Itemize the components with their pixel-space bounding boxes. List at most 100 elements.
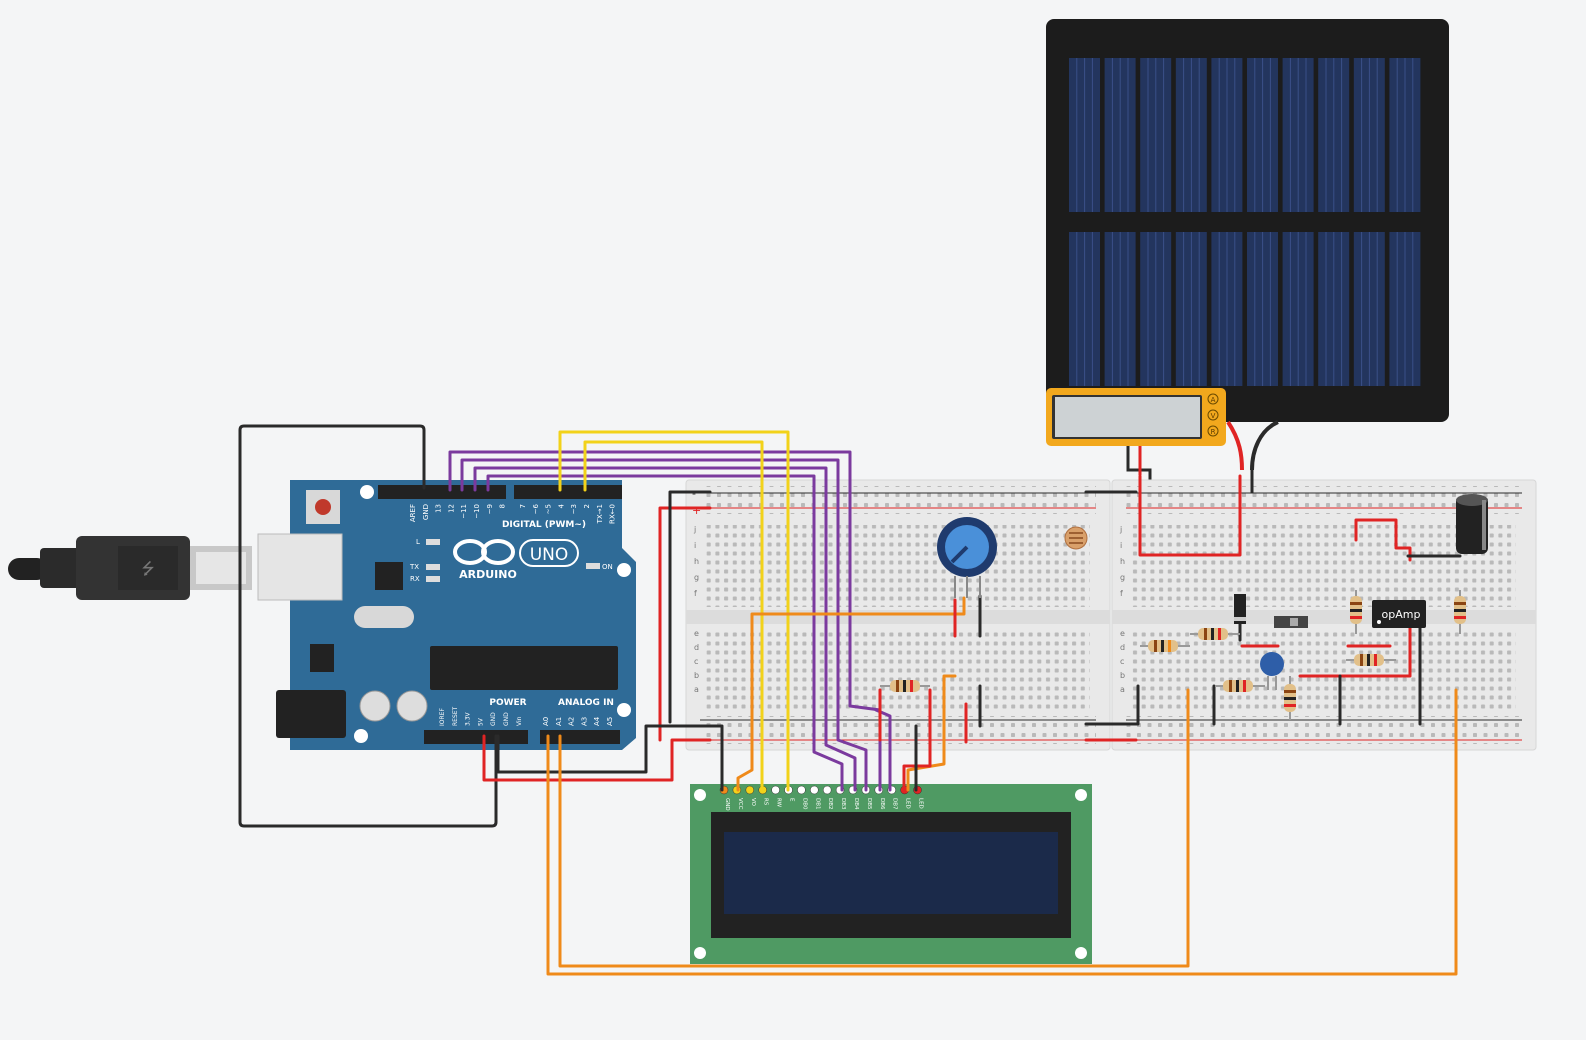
wire-d10	[473, 466, 857, 792]
row-letter: i	[694, 541, 696, 550]
uno-badge	[519, 539, 579, 567]
multimeter-terminal-v[interactable]: V	[1207, 409, 1219, 421]
rx-led-label: RX	[410, 575, 420, 583]
digital-pin-label: ~11	[460, 504, 468, 519]
lcd-pin[interactable]	[745, 785, 755, 795]
wire-rail-black-left	[668, 490, 712, 724]
row-letter: j	[693, 525, 696, 534]
lcd-pin-label: DB0	[801, 798, 807, 810]
rx-led	[426, 576, 440, 582]
potentiometer[interactable]	[937, 517, 997, 598]
electrolytic-capacitor[interactable]	[1456, 494, 1488, 554]
ceramic-capacitor[interactable]	[1260, 652, 1284, 690]
l-led-label: L	[416, 538, 420, 546]
multimeter-terminal-r[interactable]: R	[1207, 425, 1219, 437]
digital-pin-label: TX→1	[596, 504, 604, 524]
terminal-a-label: A	[1211, 396, 1216, 404]
usb-chip	[375, 562, 403, 590]
row-letter: g	[1120, 573, 1125, 582]
power-pin-label: RESET	[452, 706, 459, 726]
tx-led	[426, 564, 440, 570]
resistor-led[interactable]	[880, 680, 930, 692]
slide-switch[interactable]	[1274, 616, 1308, 628]
digital-pin-label: RX←0	[609, 504, 617, 524]
power-label: POWER	[489, 698, 526, 708]
lcd-pin[interactable]	[771, 785, 780, 795]
l-led	[426, 539, 440, 545]
row-letter: b	[694, 671, 699, 680]
wire-d4	[558, 430, 790, 792]
lcd-pin[interactable]	[822, 785, 832, 795]
lcd-pin[interactable]	[810, 785, 819, 795]
photoresistor[interactable]	[1064, 526, 1088, 550]
multimeter-terminal-a[interactable]: A	[1207, 393, 1219, 405]
lcd-pin-label: RW	[776, 798, 782, 808]
wire-cap-link	[1354, 518, 1412, 562]
solar-cells-top	[1069, 58, 1421, 212]
lcd-pin-label: DB7	[892, 798, 898, 810]
lcd-pin-label: VCC	[737, 798, 743, 810]
row-letter: b	[1120, 671, 1125, 680]
resistor-3[interactable]	[1215, 680, 1265, 692]
resistor-1[interactable]	[1140, 640, 1190, 652]
digital-label: DIGITAL (PWM~)	[502, 520, 586, 530]
analog-in-label: ANALOG IN	[558, 698, 614, 708]
resistor-5[interactable]	[1346, 654, 1396, 666]
arduino-uno-board[interactable]: ARDUINO UNO DIGITAL (PWM~) POWER ANALOG …	[257, 480, 636, 750]
usb-icon: ⭍	[141, 559, 154, 578]
atmega-chip	[430, 646, 618, 690]
digital-pin-label: GND	[422, 504, 430, 520]
digital-pin-label: 8	[499, 504, 507, 508]
lcd-pin-label: DB2	[827, 798, 833, 810]
solar-lead-black[interactable]	[1250, 420, 1279, 471]
resistor-4[interactable]	[1284, 676, 1296, 720]
resistor-6[interactable]	[1350, 590, 1362, 634]
wire-bridge-black-bottom	[1084, 684, 1140, 726]
wire-pot-vo	[736, 596, 966, 792]
row-letter: g	[694, 573, 699, 582]
lcd-pin-label: DB1	[814, 798, 820, 810]
analog-pin-label: A2	[568, 717, 576, 726]
terminal-r-label: R	[1211, 428, 1216, 436]
wire-opamp-in	[1298, 624, 1412, 678]
usb-cable[interactable]: ⭍	[8, 536, 252, 600]
arduino-logo	[453, 539, 515, 565]
wire-rail-red-left	[658, 506, 712, 742]
row-letter: e	[1120, 629, 1125, 638]
wires[interactable]	[238, 424, 1462, 976]
op-amp-chip[interactable]: opAmp	[1372, 600, 1426, 628]
usb-port[interactable]	[257, 533, 343, 601]
solar-lead-red[interactable]	[1226, 420, 1244, 471]
diode[interactable]	[1234, 594, 1246, 624]
on-led	[586, 563, 600, 569]
digital-pin-label: 12	[447, 504, 455, 513]
reset-button-cap[interactable]	[315, 499, 331, 515]
resistor-2[interactable]	[1190, 628, 1240, 640]
power-jack[interactable]	[276, 690, 346, 738]
row-letter: j	[1119, 525, 1122, 534]
digital-pin-label: AREF	[409, 504, 417, 522]
lcd-pin-label: VO	[750, 798, 756, 807]
capacitor-2	[396, 690, 428, 722]
lcd-pin[interactable]	[797, 785, 806, 795]
power-pin-label: GND	[490, 712, 497, 726]
solar-panel[interactable]	[1046, 19, 1449, 422]
digital-pin-label: ~5	[545, 504, 553, 514]
digital-pin-label: 4	[557, 503, 565, 508]
multimeter[interactable]: A V R	[1046, 388, 1226, 446]
resistor-7[interactable]	[1454, 590, 1466, 634]
row-letter: c	[1120, 657, 1124, 666]
row-letter: a	[1120, 685, 1125, 694]
lcd-pin-label: DB4	[853, 798, 859, 810]
power-pin-label: 3.3V	[465, 711, 472, 726]
